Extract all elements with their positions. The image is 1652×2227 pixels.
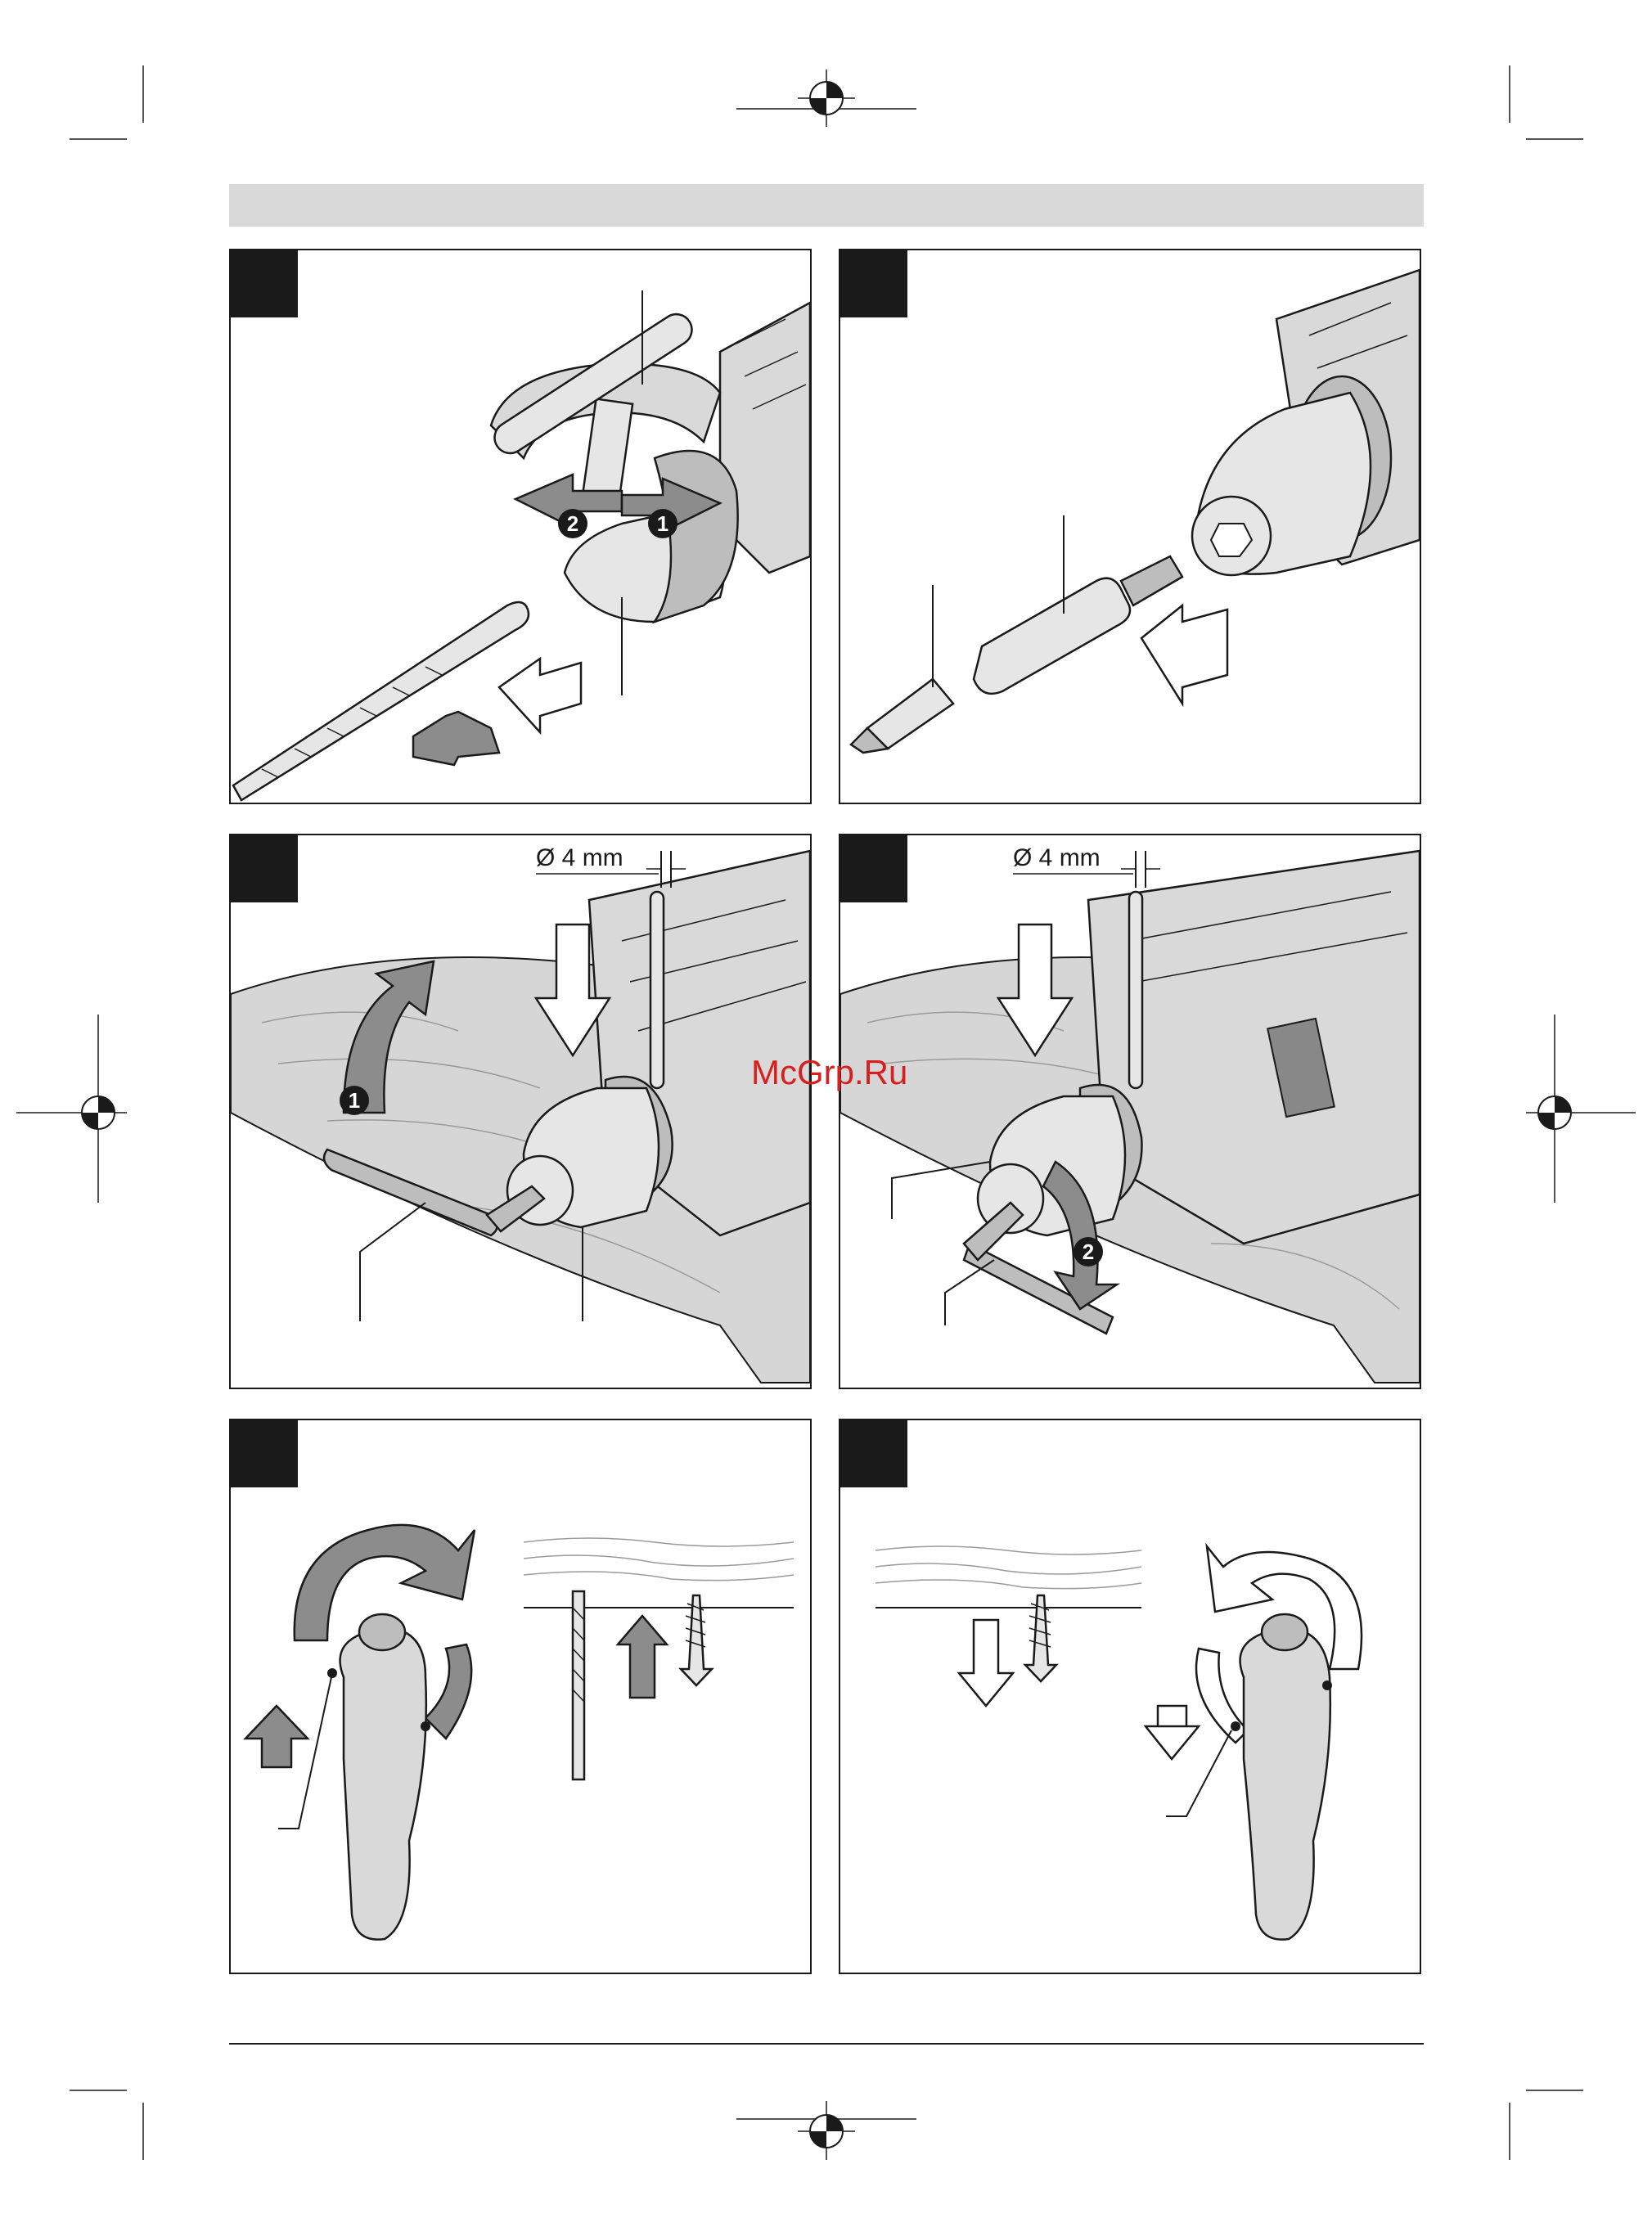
- dimension-label: Ø 4 mm: [1013, 844, 1101, 871]
- watermark: McGrp.Ru: [751, 1053, 907, 1091]
- panel-badge: [230, 250, 298, 317]
- registration-mark-bottom: [798, 2101, 855, 2160]
- dimension-label: Ø 4 mm: [536, 844, 623, 871]
- panel-keyed-chuck: 2 1: [230, 250, 811, 803]
- panel-badge: [840, 250, 907, 317]
- header-band: [229, 184, 1424, 227]
- registration-mark-right: [1526, 1015, 1636, 1203]
- panel-allen-tighten: 2 Ø 4 mm: [840, 835, 1420, 1388]
- registration-mark-left: [16, 1015, 127, 1203]
- step-number: 1: [349, 1088, 360, 1113]
- step-number: 1: [657, 511, 668, 536]
- panel-badge: [230, 1419, 298, 1487]
- panel-bit-holder: [840, 250, 1420, 803]
- panel-rotation-right: [230, 1419, 811, 1973]
- registration-mark-top: [798, 70, 855, 127]
- panel-badge: [840, 1419, 907, 1487]
- panel-badge: [840, 835, 907, 902]
- panel-badge: [230, 835, 298, 902]
- panel-rotation-left: [840, 1419, 1420, 1973]
- step-number: 2: [1083, 1239, 1094, 1264]
- step-number: 2: [567, 511, 578, 536]
- panel-allen-loosen: 1 Ø 4 mm: [230, 835, 811, 1388]
